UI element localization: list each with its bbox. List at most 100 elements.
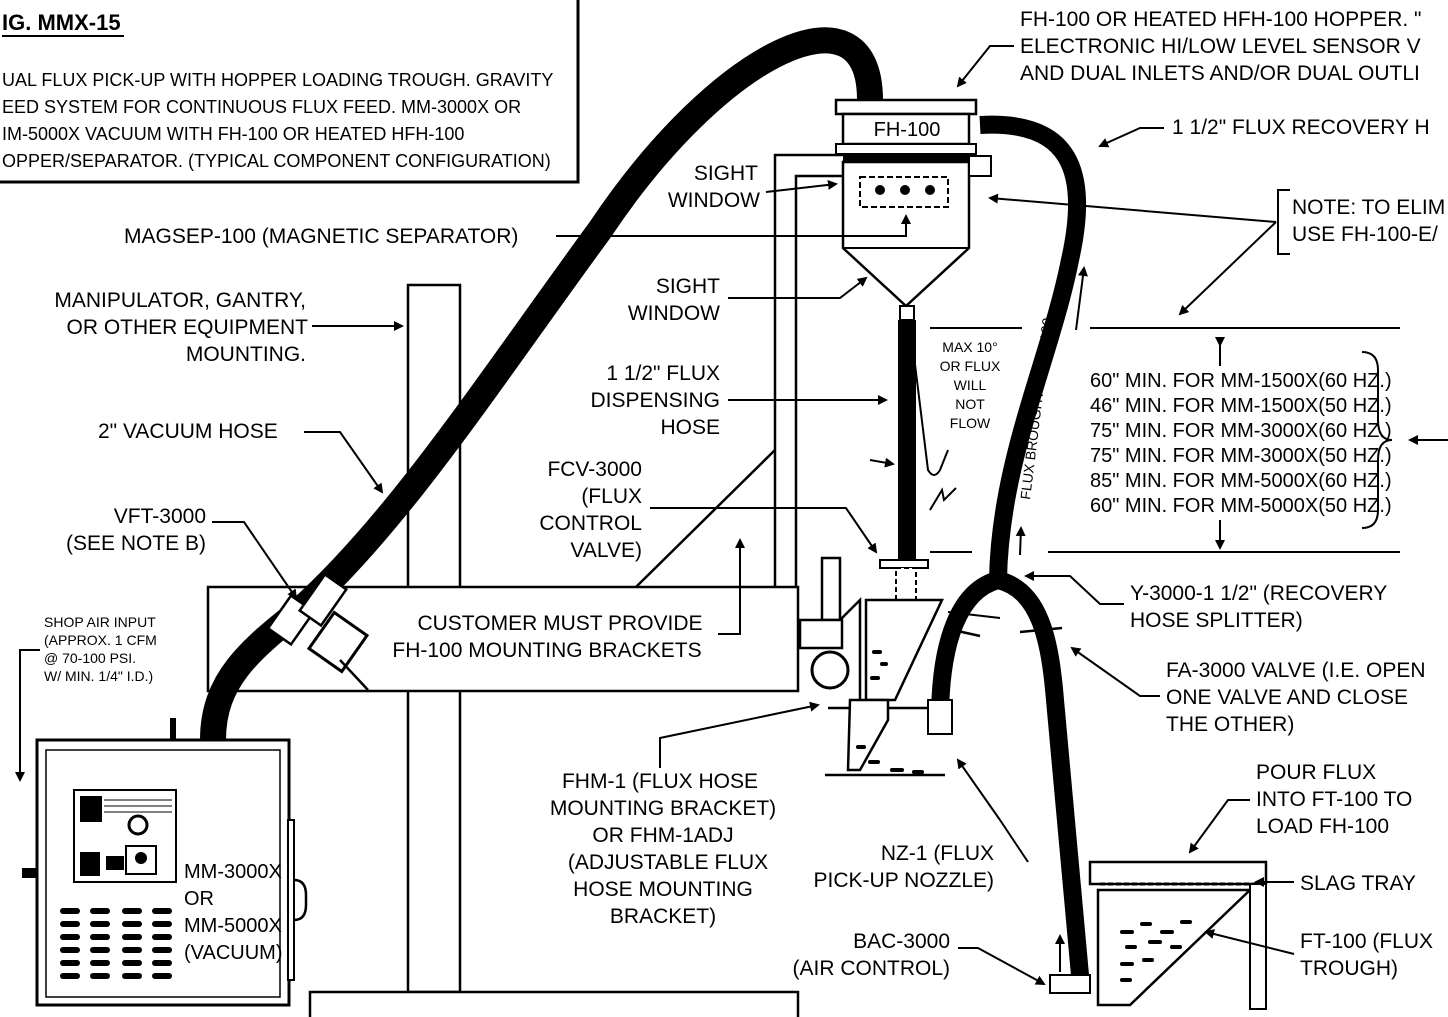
fa3000-callout: FA-3000 VALVE (I.E. OPEN ONE VALVE AND C… [947, 611, 1426, 736]
vacuum-hose-callout: 2" VACUUM HOSE [98, 420, 384, 494]
min-height-line-2: 46" MIN. FOR MM-1500X(50 HZ.) [1090, 395, 1392, 417]
sight-window-top-line-2: WINDOW [668, 189, 760, 212]
vacuum-unit-line-1: MM-3000X [184, 861, 282, 883]
dispensing-hose-line-2: DISPENSING [590, 389, 720, 412]
bac-line-1: BAC-3000 [853, 930, 950, 953]
max-angle-line-1: MAX 10° [942, 339, 997, 355]
fhm-callout: FHM-1 (FLUX HOSE MOUNTING BRACKET) OR FH… [550, 701, 820, 928]
shop-air-line-4: W/ MIN. 1/4" I.D.) [44, 668, 153, 684]
vent-slots-left [60, 908, 110, 979]
manipulator-line-3: MOUNTING. [186, 343, 306, 366]
sight-window-top-line-1: SIGHT [694, 162, 758, 185]
min-height-line-1: 60" MIN. FOR MM-1500X(60 HZ.) [1090, 370, 1392, 392]
vft-3000-fitting [266, 572, 370, 691]
ft100-callout: FT-100 (FLUX TROUGH) [1204, 929, 1433, 980]
fcv-line-1: FCV-3000 [547, 458, 642, 481]
customer-line-1: CUSTOMER MUST PROVIDE [417, 612, 702, 635]
max-angle-line-3: WILL [954, 377, 987, 393]
customer-note: CUSTOMER MUST PROVIDE FH-100 MOUNTING BR… [392, 538, 745, 662]
fcv-callout: FCV-3000 (FLUX CONTROL VALVE) [539, 458, 878, 562]
bac-line-2: (AIR CONTROL) [793, 957, 951, 980]
nz1-callout: NZ-1 (FLUX PICK-UP NOZZLE) [814, 758, 1029, 892]
max-angle-note: MAX 10° OR FLUX WILL NOT FLOW [869, 339, 1001, 511]
vacuum-unit: MM-3000X OR MM-5000X (VACUUM) [22, 718, 308, 1007]
figure-title: IG. MMX-15 [2, 10, 121, 35]
hopper-desc-line-1: FH-100 OR HEATED HFH-100 HOPPER. " [1020, 8, 1421, 31]
fhm-line-2: MOUNTING BRACKET) [550, 797, 776, 820]
shop-air-callout: SHOP AIR INPUT (APPROX. 1 CFM @ 70-100 P… [15, 614, 157, 782]
pour-flux-line-1: POUR FLUX [1256, 761, 1376, 784]
fhm-line-3: OR FHM-1ADJ [592, 824, 733, 847]
hopper-desc-line-2: ELECTRONIC HI/LOW LEVEL SENSOR V [1020, 35, 1421, 58]
hopper-callout: FH-100 OR HEATED HFH-100 HOPPER. " ELECT… [956, 8, 1421, 88]
nz1-line-1: NZ-1 (FLUX [881, 842, 994, 865]
magsep-callout: MAGSEP-100 (MAGNETIC SEPARATOR) [124, 214, 911, 248]
sight-window-bottom-callout: SIGHT WINDOW [628, 275, 868, 325]
sight-window-top-callout: SIGHT WINDOW [668, 162, 838, 212]
vacuum-unit-line-2: OR [184, 888, 214, 910]
pour-flux-line-2: INTO FT-100 TO [1256, 788, 1412, 811]
fcv-line-3: CONTROL [539, 512, 642, 535]
note-line-1: NOTE: TO ELIM [1292, 196, 1445, 219]
caption-line-3: IM-5000X VACUUM WITH FH-100 OR HEATED HF… [2, 124, 464, 144]
vacuum-hose [200, 27, 883, 753]
fh-100-hopper: FH-100 [834, 98, 992, 321]
max-angle-line-5: FLOW [950, 415, 991, 431]
bac-callout: BAC-3000 (AIR CONTROL) [793, 930, 1065, 985]
sight-window-bottom-line-1: SIGHT [656, 275, 720, 298]
min-height-dimension: 60" MIN. FOR MM-1500X(60 HZ.) 46" MIN. F… [930, 327, 1448, 553]
dispensing-hose-line-1: 1 1/2" FLUX [606, 362, 720, 385]
max-angle-line-4: NOT [955, 396, 985, 412]
caption-line-4: OPPER/SEPARATOR. (TYPICAL COMPONENT CONF… [2, 151, 551, 171]
hopper-bracket [635, 153, 845, 588]
fhm-line-6: BRACKET) [610, 905, 716, 928]
dispensing-hose [879, 320, 929, 609]
pour-flux-callout: POUR FLUX INTO FT-100 TO LOAD FH-100 [1188, 761, 1412, 854]
nz1-line-2: PICK-UP NOZZLE) [814, 869, 994, 892]
max-angle-line-2: OR FLUX [940, 358, 1001, 374]
y3000-line-1: Y-3000-1 1/2" (RECOVERY [1130, 582, 1387, 605]
ft100-line-1: FT-100 (FLUX [1300, 930, 1433, 953]
fa3000-line-3: THE OTHER) [1166, 713, 1294, 736]
min-height-line-3: 75" MIN. FOR MM-3000X(60 HZ.) [1090, 420, 1392, 442]
y-splitter-callout: Y-3000-1 1/2" (RECOVERY HOSE SPLITTER) [1024, 571, 1387, 632]
y-splitter [927, 571, 1089, 976]
min-height-line-5: 85" MIN. FOR MM-5000X(60 HZ.) [1090, 470, 1392, 492]
fhm-line-5: HOSE MOUNTING [573, 878, 753, 901]
magsep-label: MAGSEP-100 (MAGNETIC SEPARATOR) [124, 225, 518, 248]
sight-window-bottom-line-2: WINDOW [628, 302, 720, 325]
vft-line-2: (SEE NOTE B) [66, 532, 206, 555]
customer-line-2: FH-100 MOUNTING BRACKETS [392, 639, 701, 662]
ft100-line-2: TROUGH) [1300, 957, 1398, 980]
ft-100-trough [1049, 860, 1268, 1010]
hopper-desc-line-3: AND DUAL INLETS AND/OR DUAL OUTLI [1020, 62, 1420, 85]
vacuum-hose-label: 2" VACUUM HOSE [98, 420, 278, 443]
fhm-line-1: FHM-1 (FLUX HOSE [562, 770, 758, 793]
fa3000-line-1: FA-3000 VALVE (I.E. OPEN [1166, 659, 1426, 682]
min-height-line-6: 60" MIN. FOR MM-5000X(50 HZ.) [1090, 495, 1392, 517]
pour-flux-line-3: LOAD FH-100 [1256, 815, 1389, 838]
shop-air-line-1: SHOP AIR INPUT [44, 614, 156, 630]
fh100-label: FH-100 [874, 119, 941, 141]
vft-line-1: VFT-3000 [114, 505, 206, 528]
manipulator-line-1: MANIPULATOR, GANTRY, [54, 289, 306, 312]
caption-line-2: EED SYSTEM FOR CONTINUOUS FLUX FEED. MM-… [2, 97, 521, 117]
shop-air-line-2: (APPROX. 1 CFM [44, 632, 157, 648]
vacuum-unit-line-3: MM-5000X [184, 915, 282, 937]
slag-tray-callout: SLAG TRAY [1254, 872, 1416, 895]
manipulator-callout: MANIPULATOR, GANTRY, OR OTHER EQUIPMENT … [54, 289, 404, 366]
caption-line-1: UAL FLUX PICK-UP WITH HOPPER LOADING TRO… [2, 70, 553, 90]
control-panel [73, 789, 177, 883]
figure-caption-box: IG. MMX-15 UAL FLUX PICK-UP WITH HOPPER … [0, 0, 580, 184]
note-callout: NOTE: TO ELIM USE FH-100-E/ [988, 189, 1445, 316]
vent-slots-right [122, 908, 172, 979]
fcv-line-2: (FLUX [581, 485, 642, 508]
vacuum-unit-line-4: (VACUUM) [184, 942, 283, 964]
shop-air-line-3: @ 70-100 PSI. [44, 650, 136, 666]
recovery-hose-callout: 1 1/2" FLUX RECOVERY H [1098, 116, 1430, 148]
dispensing-hose-line-3: HOSE [660, 416, 720, 439]
fa3000-line-2: ONE VALVE AND CLOSE [1166, 686, 1408, 709]
vft-callout: VFT-3000 (SEE NOTE B) [66, 505, 298, 600]
min-height-line-4: 75" MIN. FOR MM-3000X(50 HZ.) [1090, 445, 1392, 467]
